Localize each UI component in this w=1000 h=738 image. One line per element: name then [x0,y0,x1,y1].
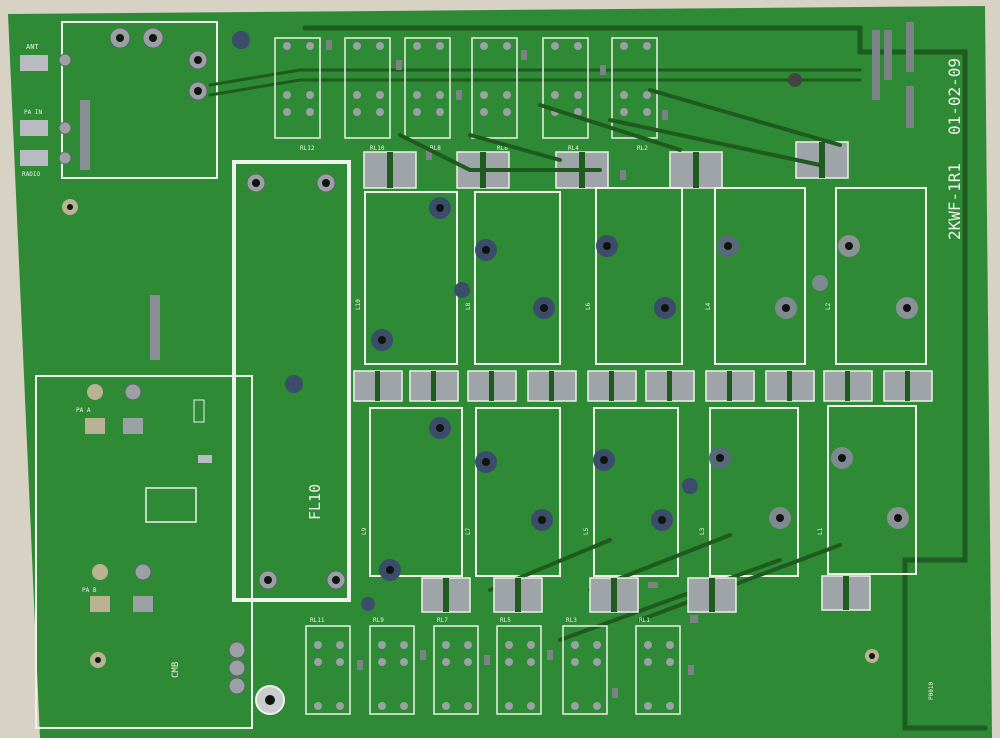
inductor-label-l10: L10 [355,299,362,310]
relay-label-rl4: RL4 [568,145,579,152]
relay-label-rl8: RL8 [430,145,441,152]
part-number-label: P0010 [928,682,935,700]
inductor-row-top [364,187,927,365]
inductor-label-l9: L9 [361,527,368,535]
pa-a-label: PA A [76,407,91,414]
relay-label-rl11: RL11 [310,617,325,624]
relay-row-bottom [305,625,681,715]
relay-label-rl3: RL3 [566,617,577,624]
inductor-label-l3: L3 [699,527,706,535]
ant-label: ANT [26,43,39,51]
relay-label-rl5: RL5 [500,617,511,624]
inductor-label-l6: L6 [585,302,592,310]
pa-b-label: PA B [82,587,97,594]
board-date-label: 01-02-09 [945,58,964,135]
header-j2 [150,295,160,360]
fl10-outline [232,160,351,602]
header-j3 [80,100,90,170]
relay-label-rl9: RL9 [373,617,384,624]
relay-label-rl7: RL7 [437,617,448,624]
ground-trace [302,25,988,731]
fl10-label: FL10 [306,484,324,520]
input-section-outline [61,21,218,179]
cmb-label: CMB [171,662,181,678]
inductor-label-l7: L7 [465,527,472,535]
connector-header-right [872,22,914,128]
pa-in-connector [20,120,48,136]
trace [208,68,862,87]
output-section-outline [35,375,253,729]
radio-label: RADIO [22,171,40,178]
transformer-t1 [145,487,197,523]
ant-connector [20,55,48,71]
relay-label-rl2: RL2 [637,145,648,152]
relay-label-rl10: RL10 [370,145,385,152]
relay-label-rl6: RL6 [497,145,508,152]
inductor-row-bottom [369,405,917,577]
radio-connector [20,150,48,166]
inductor-label-l2: L2 [825,302,832,310]
inductor-label-l4: L4 [705,302,712,310]
inductor-label-l1: L1 [817,527,824,535]
pa-in-label: PA IN [24,109,42,116]
relay-label-rl12: RL12 [300,145,315,152]
board-id-label: 2KWF-1R1 [945,163,964,240]
inductor-label-l8: L8 [465,302,472,310]
relay-label-rl1: RL1 [639,617,650,624]
relay-row-top [274,37,658,139]
inductor-label-l5: L5 [583,527,590,535]
